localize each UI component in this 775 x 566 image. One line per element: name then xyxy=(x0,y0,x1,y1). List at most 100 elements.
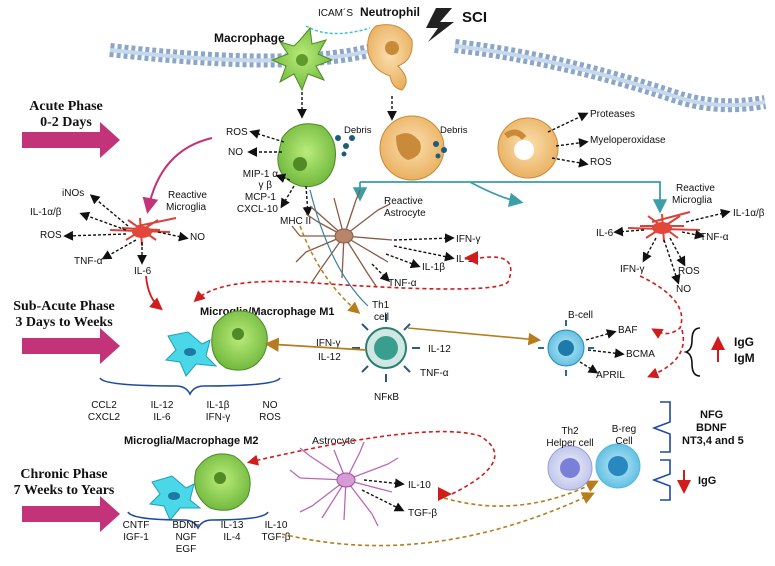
chronic-phase-title: Chronic Phase xyxy=(20,467,107,482)
neutro-arrows xyxy=(547,112,589,168)
top-macrophage xyxy=(270,26,334,92)
m2-c2a: BDNF xyxy=(172,520,199,531)
right-microglia-label-2: Microglia xyxy=(672,195,712,206)
m2-c3a: IL-13 xyxy=(221,520,244,531)
chronic-phase-range: 7 Weeks to Years xyxy=(14,483,115,498)
rm-il1: IL-1α/β xyxy=(733,208,765,219)
m1-brace xyxy=(99,377,281,396)
acute-neutrophil-1 xyxy=(379,115,445,181)
il6-to-m1-arrow xyxy=(145,275,163,311)
factor-bdnf: BDNF xyxy=(696,422,727,434)
astro-il12: IL-12 xyxy=(456,254,479,265)
th1-il12a: IL-12 xyxy=(318,352,341,363)
macro-cxcl10: CXCL-10 xyxy=(237,204,279,215)
chronic-astrocyte-body xyxy=(336,472,356,488)
macro-debris-label: Debris xyxy=(344,125,372,136)
sci-label: SCI xyxy=(462,9,487,26)
factors-brace xyxy=(651,401,671,453)
m1-c3a: IL-1β xyxy=(207,400,230,411)
right-microglia-arrows xyxy=(613,208,731,285)
th1-il12b: IL-12 xyxy=(428,344,451,355)
macro-to-th1-line xyxy=(309,189,369,307)
macro-mip1a: MIP-1 α xyxy=(243,169,278,180)
rm-tnf: TNF-α xyxy=(700,232,729,243)
m1-c2a: IL-12 xyxy=(151,400,174,411)
icams-label: ICAM´S xyxy=(318,7,353,19)
astrocyte-label-2: Astrocyte xyxy=(384,208,426,219)
bcell-arrows xyxy=(579,329,625,374)
neutrophil-label: Neutrophil xyxy=(360,5,420,19)
right-microglia-label-1: Reactive xyxy=(676,183,715,194)
chronic-astro-il10: IL-10 xyxy=(408,480,431,491)
chronic-astrocyte xyxy=(289,441,399,527)
astrocyte-arrows xyxy=(371,233,455,282)
lm-il1: IL-1α/β xyxy=(30,207,62,218)
th1-ifn: IFN-γ xyxy=(316,338,340,349)
il10-to-m2-arrow xyxy=(246,430,496,495)
astro-to-m1-arrow xyxy=(193,256,512,303)
m2-c4a: IL-10 xyxy=(265,520,288,531)
neutro-ros-label: ROS xyxy=(590,157,612,168)
m1-c3b: IFN-γ xyxy=(206,412,230,423)
lm-ros: ROS xyxy=(40,230,62,241)
proteases-label: Proteases xyxy=(590,109,635,120)
factor-igg: IgG xyxy=(698,475,716,487)
phase-arrows xyxy=(22,122,120,532)
m2-to-th2-arrow xyxy=(281,492,595,547)
astro-ifn: IFN-γ xyxy=(456,234,480,245)
microglia-to-baf-arrow xyxy=(639,275,683,339)
macro-mcp1: MCP-1 xyxy=(245,192,277,203)
th1-cell xyxy=(352,314,420,382)
subacute-phase-range: 3 Days to Weeks xyxy=(15,315,113,330)
m2-microglia xyxy=(148,475,202,521)
lm-tnf: TNF-α xyxy=(74,256,103,267)
m2-c4b: TGF-β xyxy=(261,532,290,543)
rm-il6: IL-6 xyxy=(596,228,614,239)
macro-arrows xyxy=(247,92,397,217)
astrocyte-body xyxy=(334,228,354,244)
m2-c3b: IL-4 xyxy=(223,532,241,543)
right-microglia xyxy=(627,211,701,243)
bcell-label: B-cell xyxy=(568,310,593,321)
lightning-icon xyxy=(426,8,454,42)
left-microglia xyxy=(109,217,177,247)
lm-inos: iNOs xyxy=(62,188,84,199)
factor-nt: NT3,4 and 5 xyxy=(682,435,744,447)
th1-label-1: Th1 xyxy=(372,300,390,311)
m2-brace xyxy=(127,511,269,530)
chronic-astro-label: Astrocyte xyxy=(312,435,356,447)
m1-macrophage xyxy=(211,310,268,371)
factor-nfg: NFG xyxy=(700,409,723,421)
left-microglia-label-2: Microglia xyxy=(166,202,206,213)
acute-phase-title: Acute Phase xyxy=(29,99,103,114)
b-cell xyxy=(538,320,594,376)
th2-label-1: Th2 xyxy=(561,426,579,437)
rm-no: NO xyxy=(676,284,691,295)
astro-il1b: IL-1β xyxy=(422,262,445,273)
th1-to-bcell-arrow xyxy=(407,327,542,346)
m1-c1a: CCL2 xyxy=(91,400,117,411)
macro-to-microglia-arrow xyxy=(142,137,213,214)
left-microglia-label-1: Reactive xyxy=(168,190,207,201)
th1-nfkb: NFκB xyxy=(374,392,399,403)
bcell-igg: IgG xyxy=(734,335,754,349)
th1-to-m1-arrow xyxy=(264,337,367,352)
breg-label-2: Cell xyxy=(615,436,632,447)
bcell-baf: BAF xyxy=(618,325,637,336)
bcell-igm: IgM xyxy=(734,351,755,365)
macro-to-th1-arrow xyxy=(299,225,361,314)
macro-mhc: MHC II xyxy=(280,216,311,227)
astro-tnf: TNF-α xyxy=(388,278,417,289)
m1-c4b: ROS xyxy=(259,412,281,423)
m1-c2b: IL-6 xyxy=(153,412,171,423)
m2-macrophage xyxy=(194,453,251,511)
subacute-phase-title: Sub-Acute Phase xyxy=(13,299,115,314)
breg-cell xyxy=(595,443,641,489)
macro-ros: ROS xyxy=(226,127,248,138)
rm-ros: ROS xyxy=(678,266,700,277)
lm-il6: IL-6 xyxy=(134,266,152,277)
m1-c1b: CXCL2 xyxy=(88,412,121,423)
igg-brace xyxy=(651,459,671,501)
th2-cell xyxy=(547,445,593,491)
acute-neutrophil-debris-icon xyxy=(433,141,447,159)
